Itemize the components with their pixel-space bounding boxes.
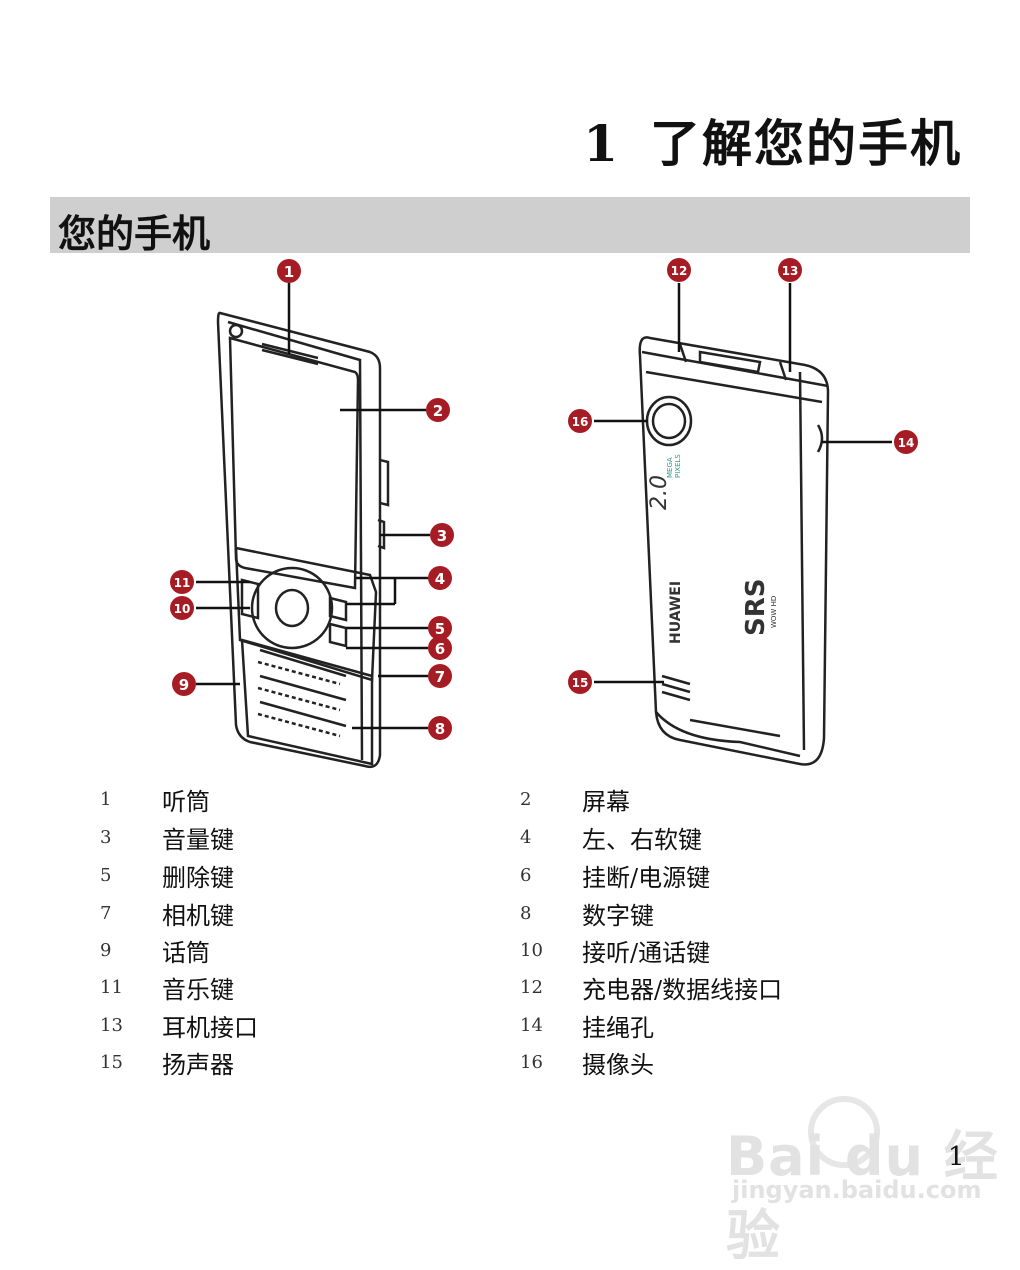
legend-number: 7 [100,903,112,924]
phone-front [216,311,390,769]
svg-text:1: 1 [284,263,294,281]
phone-back-print: 2.0 MEGA PIXELS HUAWEI SRS WOW HD [647,454,778,644]
callout-4: 4 [428,566,452,590]
pixels-text: PIXELS [674,454,682,478]
callout-5: 5 [428,616,452,640]
callout-15: 15 [568,670,592,694]
legend-number: 2 [520,789,532,810]
legend-number: 16 [520,1052,543,1073]
callout-3: 3 [430,523,454,547]
legend-number: 15 [100,1052,123,1073]
legend-number: 6 [520,865,532,886]
brand-text: HUAWEI [668,581,684,644]
legend-number: 9 [100,940,112,961]
svg-text:2: 2 [433,402,443,420]
svg-text:4: 4 [435,570,445,588]
callout-14: 14 [894,430,918,454]
chapter-number: 1 [583,114,620,173]
legend-label: 音乐键 [162,976,234,1004]
legend-number: 12 [520,977,543,998]
svg-text:7: 7 [435,668,445,686]
svg-text:11: 11 [174,576,191,590]
svg-text:8: 8 [435,720,445,738]
legend-number: 13 [100,1015,123,1036]
svg-text:12: 12 [671,264,688,278]
svg-text:13: 13 [782,264,799,278]
callout-11: 11 [170,570,194,594]
legend-number: 4 [520,827,532,848]
legend-label: 挂断/电源键 [582,864,711,892]
legend-label: 耳机接口 [162,1014,258,1042]
legend-label: 接听/通话键 [582,939,711,967]
phone-diagram: 2.0 MEGA PIXELS HUAWEI SRS WOW HD 1 2 3 … [170,258,918,769]
svg-text:9: 9 [179,676,189,694]
callout-12: 12 [667,258,691,282]
legend-label: 音量键 [162,826,234,854]
callout-6: 6 [428,636,452,660]
legend-number: 14 [520,1015,543,1036]
legend-label: 屏幕 [582,788,630,816]
phone-back [638,336,830,766]
callout-2: 2 [426,398,450,422]
legend-number: 11 [100,977,123,998]
legend-label: 听筒 [162,788,210,816]
legend-label: 挂绳孔 [582,1014,654,1042]
callout-10: 10 [170,596,194,620]
chapter-title: 了解您的手机 [650,115,962,173]
svg-text:6: 6 [435,640,445,658]
watermark-url: jingyan.baidu.com [732,1176,982,1204]
callout-1: 1 [277,259,301,283]
legend-number: 8 [520,903,532,924]
svg-text:14: 14 [898,436,915,450]
legend-number: 5 [100,865,112,886]
legend-label: 扬声器 [162,1051,234,1079]
chapter-heading: 1 了解您的手机 [583,104,962,176]
page-number: 1 [948,1142,965,1172]
svg-text:15: 15 [572,676,589,690]
callouts: 1 2 3 4 5 6 7 8 9 10 11 12 13 14 15 16 [170,258,918,740]
callout-13: 13 [778,258,802,282]
callout-9: 9 [172,672,196,696]
svg-text:5: 5 [435,620,445,638]
leader-lines [196,283,892,730]
callout-16: 16 [568,409,592,433]
wow-hd-text: WOW HD [770,596,778,628]
legend-number: 1 [100,789,112,810]
legend-number: 3 [100,827,112,848]
srs-logo-text: SRS [741,579,771,636]
baidu-paw-watermark-icon [808,1096,880,1168]
callout-8: 8 [428,716,452,740]
svg-text:10: 10 [174,602,191,616]
svg-text:3: 3 [437,527,447,545]
section-title: 您的手机 [58,212,211,256]
section-header: 您的手机 [50,197,970,256]
callout-7: 7 [428,664,452,688]
legend-label: 相机键 [162,902,234,930]
svg-text:16: 16 [572,415,589,429]
legend-label: 充电器/数据线接口 [582,976,783,1004]
legend-number: 10 [520,940,543,961]
legend-label: 话筒 [162,939,210,967]
legend-label: 左、右软键 [582,826,702,854]
legend-label: 删除键 [162,864,234,892]
camera-spec-text: 2.0 [647,475,672,510]
watermark-brand: Bai du 经验 [726,1125,999,1267]
legend-label: 摄像头 [582,1051,654,1079]
legend-label: 数字键 [582,902,654,930]
mega-text: MEGA [666,457,674,478]
